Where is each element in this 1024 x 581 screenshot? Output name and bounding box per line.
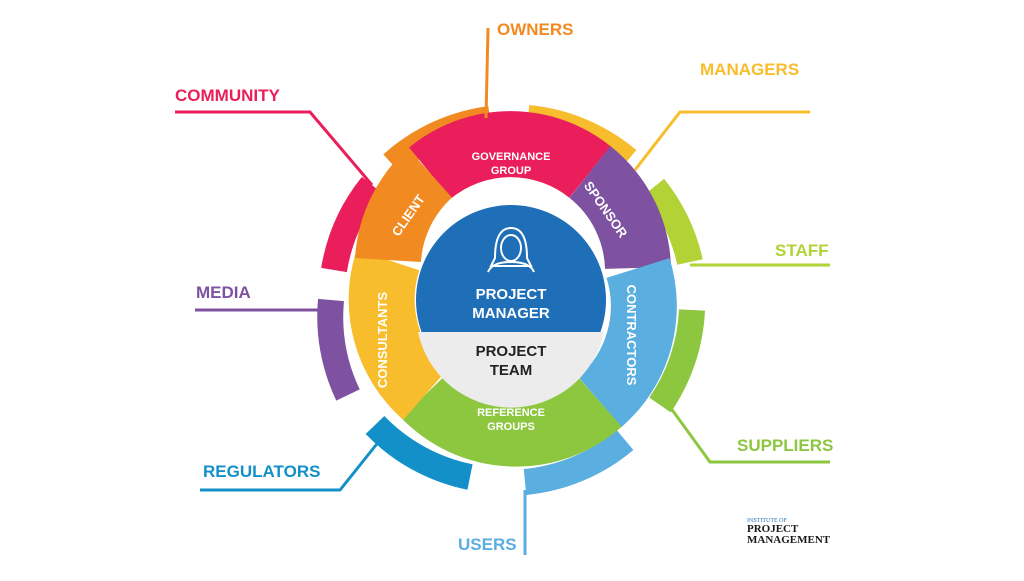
- person-icon: [487, 226, 535, 273]
- ipm-logo: INSTITUTE OF PROJECT MANAGEMENT: [747, 518, 831, 546]
- ring-community: [321, 176, 383, 273]
- ring-media: [317, 298, 360, 401]
- svg-text:GOVERNANCE: GOVERNANCE: [472, 151, 551, 163]
- label-managers: MANAGERS: [700, 60, 800, 79]
- label-community: COMMUNITY: [175, 86, 280, 105]
- ring-staff: [643, 178, 703, 266]
- svg-text:MANAGER: MANAGER: [472, 305, 550, 322]
- label-suppliers: SUPPLIERS: [737, 436, 834, 455]
- svg-text:GROUPS: GROUPS: [487, 421, 535, 433]
- ring-users: [523, 429, 634, 495]
- svg-text:GROUP: GROUP: [491, 165, 531, 177]
- svg-text:CONTRACTORS: CONTRACTORS: [624, 285, 639, 386]
- ring-regulators: [365, 415, 473, 490]
- svg-text:PROJECT: PROJECT: [476, 343, 547, 360]
- label-users: USERS: [458, 535, 517, 554]
- label-owners: OWNERS: [497, 20, 574, 39]
- ring-suppliers: [649, 309, 705, 413]
- svg-text:REFERENCE: REFERENCE: [477, 407, 545, 419]
- svg-text:TEAM: TEAM: [490, 362, 533, 379]
- svg-text:PROJECT: PROJECT: [476, 286, 547, 303]
- label-staff: STAFF: [775, 241, 829, 260]
- label-media: MEDIA: [196, 283, 251, 302]
- svg-text:CONSULTANTS: CONSULTANTS: [375, 292, 390, 389]
- label-regulators: REGULATORS: [203, 462, 321, 481]
